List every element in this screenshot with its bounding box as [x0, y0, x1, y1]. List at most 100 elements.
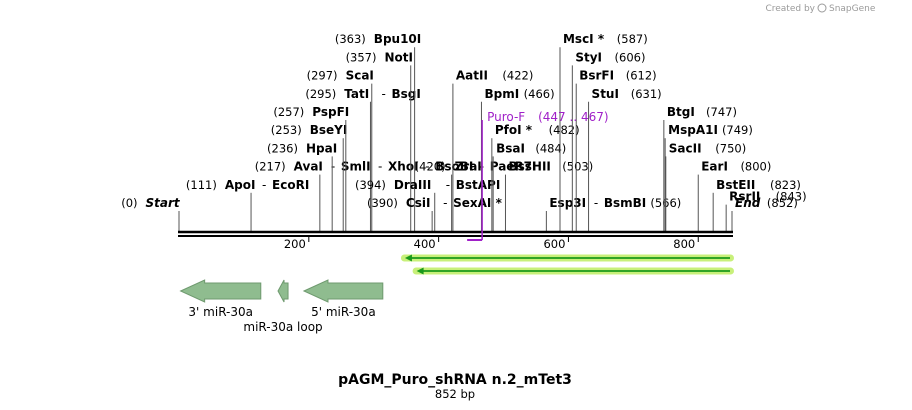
site-esp3i[interactable]: Esp3I-BsmBI(566)	[545, 196, 681, 232]
site-tati[interactable]: TatI(295)-BsgI	[305, 87, 421, 232]
site-bsai[interactable]: BsaI (484)	[492, 141, 566, 232]
site-label: BpmI	[484, 87, 519, 101]
site-csii[interactable]: CsiI(390)-SexAI *	[367, 196, 503, 232]
site-label: EarI	[701, 160, 728, 174]
site-dash: -	[262, 178, 266, 192]
map-title: pAGM_Puro_shRNA n.2_mTet3	[338, 372, 572, 388]
site-rsrii[interactable]: RsrII (843)	[725, 190, 807, 232]
site-position: (484)	[535, 141, 566, 155]
site-hpai[interactable]: HpaI(236)	[267, 141, 337, 232]
site-dash: -	[594, 196, 598, 210]
site-label: BsaI	[496, 141, 525, 155]
site-label-extra: BstAPI	[456, 178, 501, 192]
feature-arrow	[277, 279, 289, 303]
site-aatii[interactable]: AatII (422)	[452, 69, 533, 232]
site-zrai[interactable]: ZraI(420)	[415, 160, 482, 232]
site-dash: -	[381, 87, 385, 101]
primer-puro-f[interactable]: Puro-F(447 .. 467)	[467, 110, 609, 241]
site-label-extra: BsoBI	[435, 160, 473, 174]
site-bsrfi[interactable]: BsrFI(612)	[575, 69, 657, 232]
feature-label: miR-30a loop	[243, 320, 322, 334]
site-position: (253)	[271, 123, 302, 137]
site-position: (823)	[770, 178, 801, 192]
orf-head	[404, 254, 412, 262]
site-dash: -	[331, 160, 335, 174]
site-styi[interactable]: StyI (606)	[571, 50, 646, 232]
site-label: End	[735, 196, 761, 210]
site-position: (111)	[186, 178, 217, 192]
site-label: ScaI	[346, 69, 374, 83]
site-label-2: BsmBI	[604, 196, 646, 210]
feature-3-mir-30a[interactable]: 3' miR-30a	[179, 279, 262, 319]
site-label: StyI	[575, 50, 602, 64]
site-position: (295)	[305, 87, 336, 101]
site-position: (631)	[631, 87, 662, 101]
site-noti[interactable]: NotI (357)	[346, 50, 413, 232]
site-label: AvaI	[294, 160, 323, 174]
site-draiii[interactable]: DraIII (394) -BstAPI	[355, 178, 500, 232]
site-dash: -	[425, 160, 429, 174]
site-position: (747)	[706, 105, 737, 119]
site-label: TatI	[344, 87, 369, 101]
site-mspa1i[interactable]: MspA1I(749)	[664, 123, 753, 232]
site-bsteii[interactable]: BstEII(823)	[712, 178, 801, 232]
site-position: (257)	[273, 105, 304, 119]
site-stui[interactable]: StuI(631)	[588, 87, 662, 232]
site-scai[interactable]: ScaI (297)	[307, 69, 374, 232]
site-apoi[interactable]: ApoI(111)-EcoRI	[186, 178, 309, 232]
site-position: (394)	[355, 178, 386, 192]
site-position: (422)	[502, 69, 533, 83]
feature-arrow	[302, 279, 384, 303]
site-bpu10i[interactable]: Bpu10I(363)	[335, 32, 421, 232]
snapgene-credit: Created by SnapGene	[765, 3, 876, 14]
site-start[interactable]: Start(0)	[121, 196, 181, 232]
site-label-extra: BsgI	[391, 87, 420, 101]
site-label: Esp3I	[549, 196, 586, 210]
site-position: (482)	[549, 123, 580, 137]
site-position: (236)	[267, 141, 298, 155]
site-position: (357)	[346, 50, 377, 64]
site-label: BtgI	[667, 105, 695, 119]
site-position: (749)	[722, 123, 753, 137]
site-label: AatII	[456, 69, 488, 83]
site-label: RsrII	[729, 190, 760, 204]
orf-arrow-1[interactable]	[400, 254, 734, 262]
site-msci[interactable]: MscI *(587)	[559, 32, 648, 232]
site-label: Start	[146, 196, 181, 210]
site-position: (390)	[367, 196, 398, 210]
tick-label-200: 200	[284, 237, 306, 251]
site-btgi[interactable]: BtgI (747)	[663, 105, 737, 232]
credit-brand: SnapGene	[829, 4, 876, 14]
dna-backbone	[178, 230, 733, 237]
site-position: (612)	[626, 69, 657, 83]
site-end[interactable]: End(852)	[731, 196, 798, 232]
primer-name: Puro-F	[487, 110, 525, 124]
site-label-extra: SmlI	[341, 160, 371, 174]
site-pspfi[interactable]: PspFI(257)	[273, 105, 349, 232]
feature-label: 5' miR-30a	[311, 305, 376, 319]
site-bseyi[interactable]: BseYI(253)	[271, 123, 348, 232]
site-position: (843)	[776, 190, 807, 204]
tick-label-600: 600	[543, 237, 565, 251]
feature-5-mir-30a[interactable]: 5' miR-30a	[302, 279, 384, 319]
orf-arrow-2[interactable]	[412, 267, 734, 275]
site-label: NotI	[385, 50, 414, 64]
site-label: BssHII	[508, 160, 550, 174]
site-position: (800)	[740, 160, 771, 174]
site-label: PfoI *	[495, 123, 533, 137]
site-position: (606)	[615, 50, 646, 64]
site-eari[interactable]: EarI (800)	[697, 160, 771, 232]
snapgene-logo-icon	[817, 3, 827, 13]
site-label-extra: EcoRI	[272, 178, 309, 192]
feature-mir-30a-loop[interactable]: miR-30a loop	[243, 279, 323, 334]
site-sacii[interactable]: SacII(750)	[665, 141, 746, 232]
site-bsshii[interactable]: BssHII(503)	[504, 160, 593, 232]
site-position: (297)	[307, 69, 338, 83]
site-position: (750)	[715, 141, 746, 155]
orf-head	[416, 267, 424, 275]
tick-label-400: 400	[414, 237, 436, 251]
site-label: DraIII	[394, 178, 431, 192]
site-dash: -	[446, 178, 450, 192]
